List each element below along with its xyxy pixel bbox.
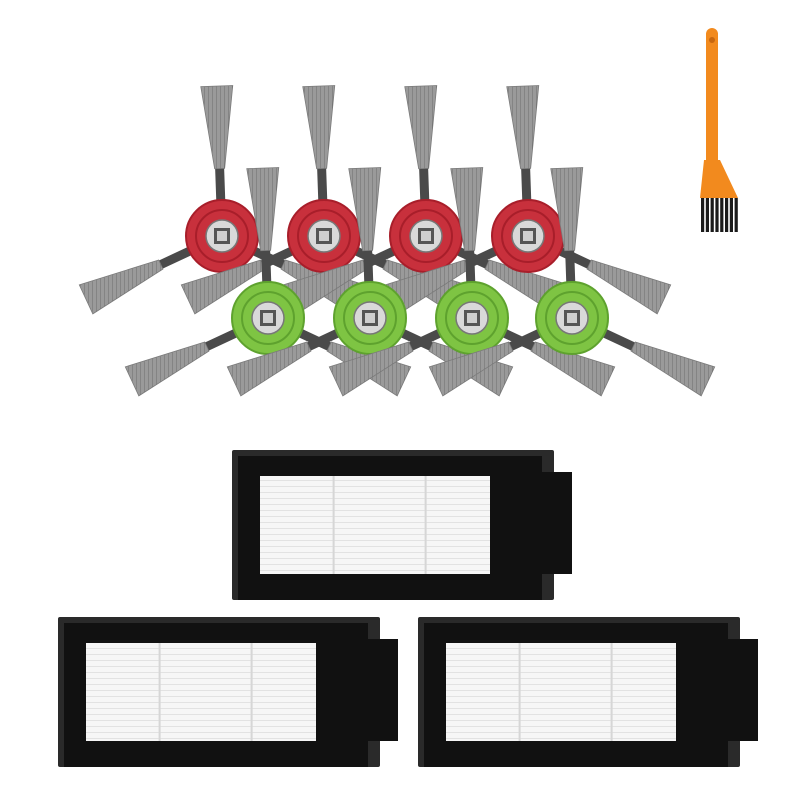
- cleaning-tool-group: [700, 28, 738, 232]
- red-side-brush: [384, 85, 672, 315]
- hepa-filter: [58, 617, 398, 767]
- hepa-filter-group: [58, 450, 758, 767]
- cleaning-brush-tool: [700, 28, 738, 232]
- filter-media: [260, 476, 490, 574]
- filter-media: [86, 643, 316, 741]
- green-side-brush: [428, 167, 716, 397]
- red-side-brush: [78, 85, 366, 315]
- filter-media: [446, 643, 676, 741]
- red-side-brush: [282, 85, 570, 315]
- hepa-filter: [232, 450, 572, 600]
- hepa-filter: [418, 617, 758, 767]
- tool-handle: [706, 28, 718, 168]
- tool-head: [700, 160, 738, 198]
- side-brush-group: [78, 85, 716, 397]
